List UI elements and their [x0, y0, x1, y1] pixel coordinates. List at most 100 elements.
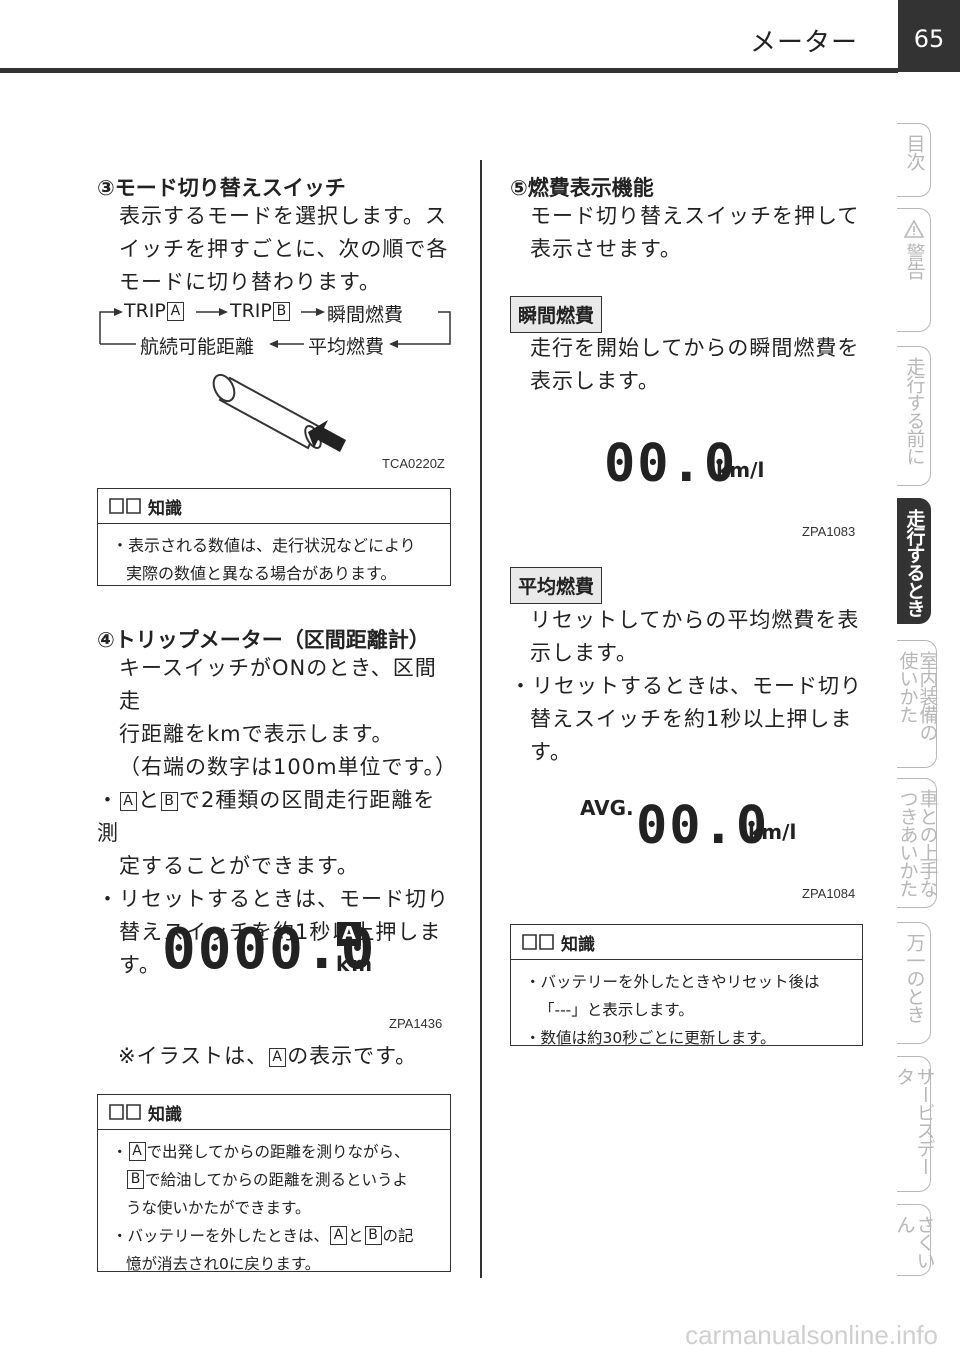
text-line: す。 [119, 953, 161, 977]
note-body: ・バッテリーを外したときやリセット後は 「---」と表示します。 ・数値は約30… [511, 960, 862, 1060]
display-unit: km [336, 952, 375, 976]
trip-b-badge: B [364, 1226, 382, 1245]
tab-label: 車との上手な [916, 789, 939, 897]
figure-code: ZPA1436 [389, 1016, 443, 1031]
note-title: 知識 [148, 498, 182, 519]
instant-fuel-display: 00.0 [604, 434, 738, 494]
tab-car-care[interactable]: 車との上手なつきあいかた [896, 778, 939, 908]
column-divider [480, 160, 482, 1278]
trip-a-badge: A [120, 792, 137, 811]
text-line: 表示するモードを選択します。ス [119, 204, 447, 228]
text-line: モード切り替えスイッチを押して [530, 204, 860, 228]
note-box: 知識 ・バッテリーを外したときやリセット後は 「---」と表示します。 ・数値は… [510, 924, 863, 1047]
text-line: （右端の数字は100m単位です。） [119, 755, 457, 779]
note-header: 知識 [98, 489, 450, 524]
tab-emergency[interactable]: 万一のとき [897, 922, 931, 1044]
instant-fuel-tag: 瞬間燃費 [510, 296, 603, 333]
section-number: ④ [97, 628, 115, 652]
tab-label: 目次 [903, 134, 926, 170]
trip-a-badge: A [166, 302, 184, 321]
book-icon [109, 498, 141, 514]
flow-instant: 瞬間燃費 [327, 304, 404, 326]
tab-label: 走行する前に [903, 357, 926, 465]
text-line: リセットしてからの平均燃費を表 [530, 608, 860, 632]
average-fuel-tag: 平均燃費 [510, 567, 603, 604]
tab-label: 警告 [903, 243, 926, 279]
text-line: 行距離をkmで表示します。 [119, 722, 394, 746]
figure-code: ZPA1083 [802, 524, 856, 539]
tab-label: サービスデータ [893, 1067, 936, 1175]
warning-icon [903, 219, 924, 238]
note-line: ・表示される数値は、走行状況などにより [112, 536, 416, 555]
section-4-text: キースイッチがONのとき、区間走 行距離をkmで表示します。 （右端の数字は10… [97, 652, 457, 982]
section-title: モード切り替えスイッチ [114, 176, 346, 200]
trip-a-badge: A [269, 1048, 287, 1067]
text-line: 表示させます。 [530, 237, 682, 261]
text-line: 表示します。 [530, 369, 660, 393]
trip-b-badge: B [127, 1170, 144, 1189]
trip-b-badge: B [272, 302, 290, 321]
tab-warning[interactable]: 警告 [897, 208, 931, 332]
tab-index[interactable]: さくいん [893, 1204, 936, 1276]
flow-range: 航続可能距離 [140, 336, 255, 358]
tab-label: 使いかた [896, 651, 919, 723]
section-3-heading: ③モード切り替えスイッチ [97, 172, 346, 202]
figure-code: TCA0220Z [382, 456, 445, 471]
text-line: 走行を開始してからの瞬間燃費を [530, 336, 860, 360]
section-5-text: モード切り替えスイッチを押して 表示させます。 [530, 200, 870, 266]
flow-arrows [99, 308, 451, 348]
note-line: 実際の数値と異なる場合があります。 [126, 564, 397, 583]
note-line: ・バッテリーを外したときやリセット後は [525, 973, 820, 991]
instant-fuel-text: 走行を開始してからの瞬間燃費を 表示します。 [530, 332, 870, 398]
trip-a-badge: A [128, 1142, 146, 1161]
note-line: 憶が消去され0に戻ります。 [126, 1255, 321, 1273]
section-4-heading: ④トリップメーター（区間距離計） [97, 624, 430, 654]
average-fuel-text: リセットしてからの平均燃費を表 示します。 ・リセットするときは、モード切り 替… [510, 604, 870, 769]
flow-average: 平均燃費 [308, 336, 385, 358]
section-number: ③ [97, 176, 115, 200]
note-header: 知識 [98, 1095, 450, 1130]
tab-before-driving[interactable]: 走行する前に [897, 346, 931, 486]
section-number: ⑤ [510, 176, 528, 200]
header-rule [0, 68, 898, 73]
note-line: 「---」と表示します。 [539, 1001, 694, 1019]
bullet-line: ・リセットするときは、モード切り [510, 674, 862, 698]
trip-a-badge: A [330, 1226, 348, 1245]
note-title: 知識 [148, 1104, 182, 1125]
average-fuel-display: 00.0 [636, 796, 770, 856]
display-unit: km/l [748, 820, 797, 844]
section-5-heading: ⑤燃費表示機能 [510, 172, 654, 202]
book-icon [522, 934, 554, 950]
running-header-title: メーター [749, 28, 858, 58]
text-line: 定することができます。 [119, 854, 359, 878]
text-line: キースイッチがONのとき、区間走 [119, 656, 437, 713]
tab-label: さくいん [893, 1215, 936, 1269]
avg-label: AVG. [580, 796, 634, 820]
note-line: ・数値は約30秒ごとに更新します。 [525, 1029, 776, 1047]
tab-contents[interactable]: 目次 [897, 123, 931, 197]
text-line: モードに切り替わります。 [119, 270, 381, 294]
note-line: うな使いかたができます。 [126, 1199, 311, 1217]
note-body: ・表示される数値は、走行状況などにより 実際の数値と異なる場合があります。 [98, 524, 450, 596]
text-line: 替えスイッチを約1秒以上押しま [530, 707, 853, 731]
bullet-line: ・リセットするときは、モード切り [97, 887, 449, 911]
book-icon [109, 1104, 141, 1120]
trip-a-indicator: A [337, 922, 361, 946]
text-line: イッチを押すごとに、次の順で各 [119, 237, 449, 261]
watermark: carmanualsonline.info [685, 1320, 938, 1350]
tab-label: 万一のとき [903, 933, 926, 1023]
tab-while-driving[interactable]: 走行するとき [897, 498, 931, 624]
text-line: す。 [530, 740, 572, 764]
tab-label: つきあいかた [896, 789, 919, 897]
tab-interior[interactable]: 室内装備の使いかた [896, 640, 938, 768]
figure-code: ZPA1084 [802, 886, 856, 901]
note-header: 知識 [511, 925, 862, 960]
tab-service-data[interactable]: サービスデータ [893, 1056, 936, 1192]
mode-switch-illustration [212, 373, 346, 452]
